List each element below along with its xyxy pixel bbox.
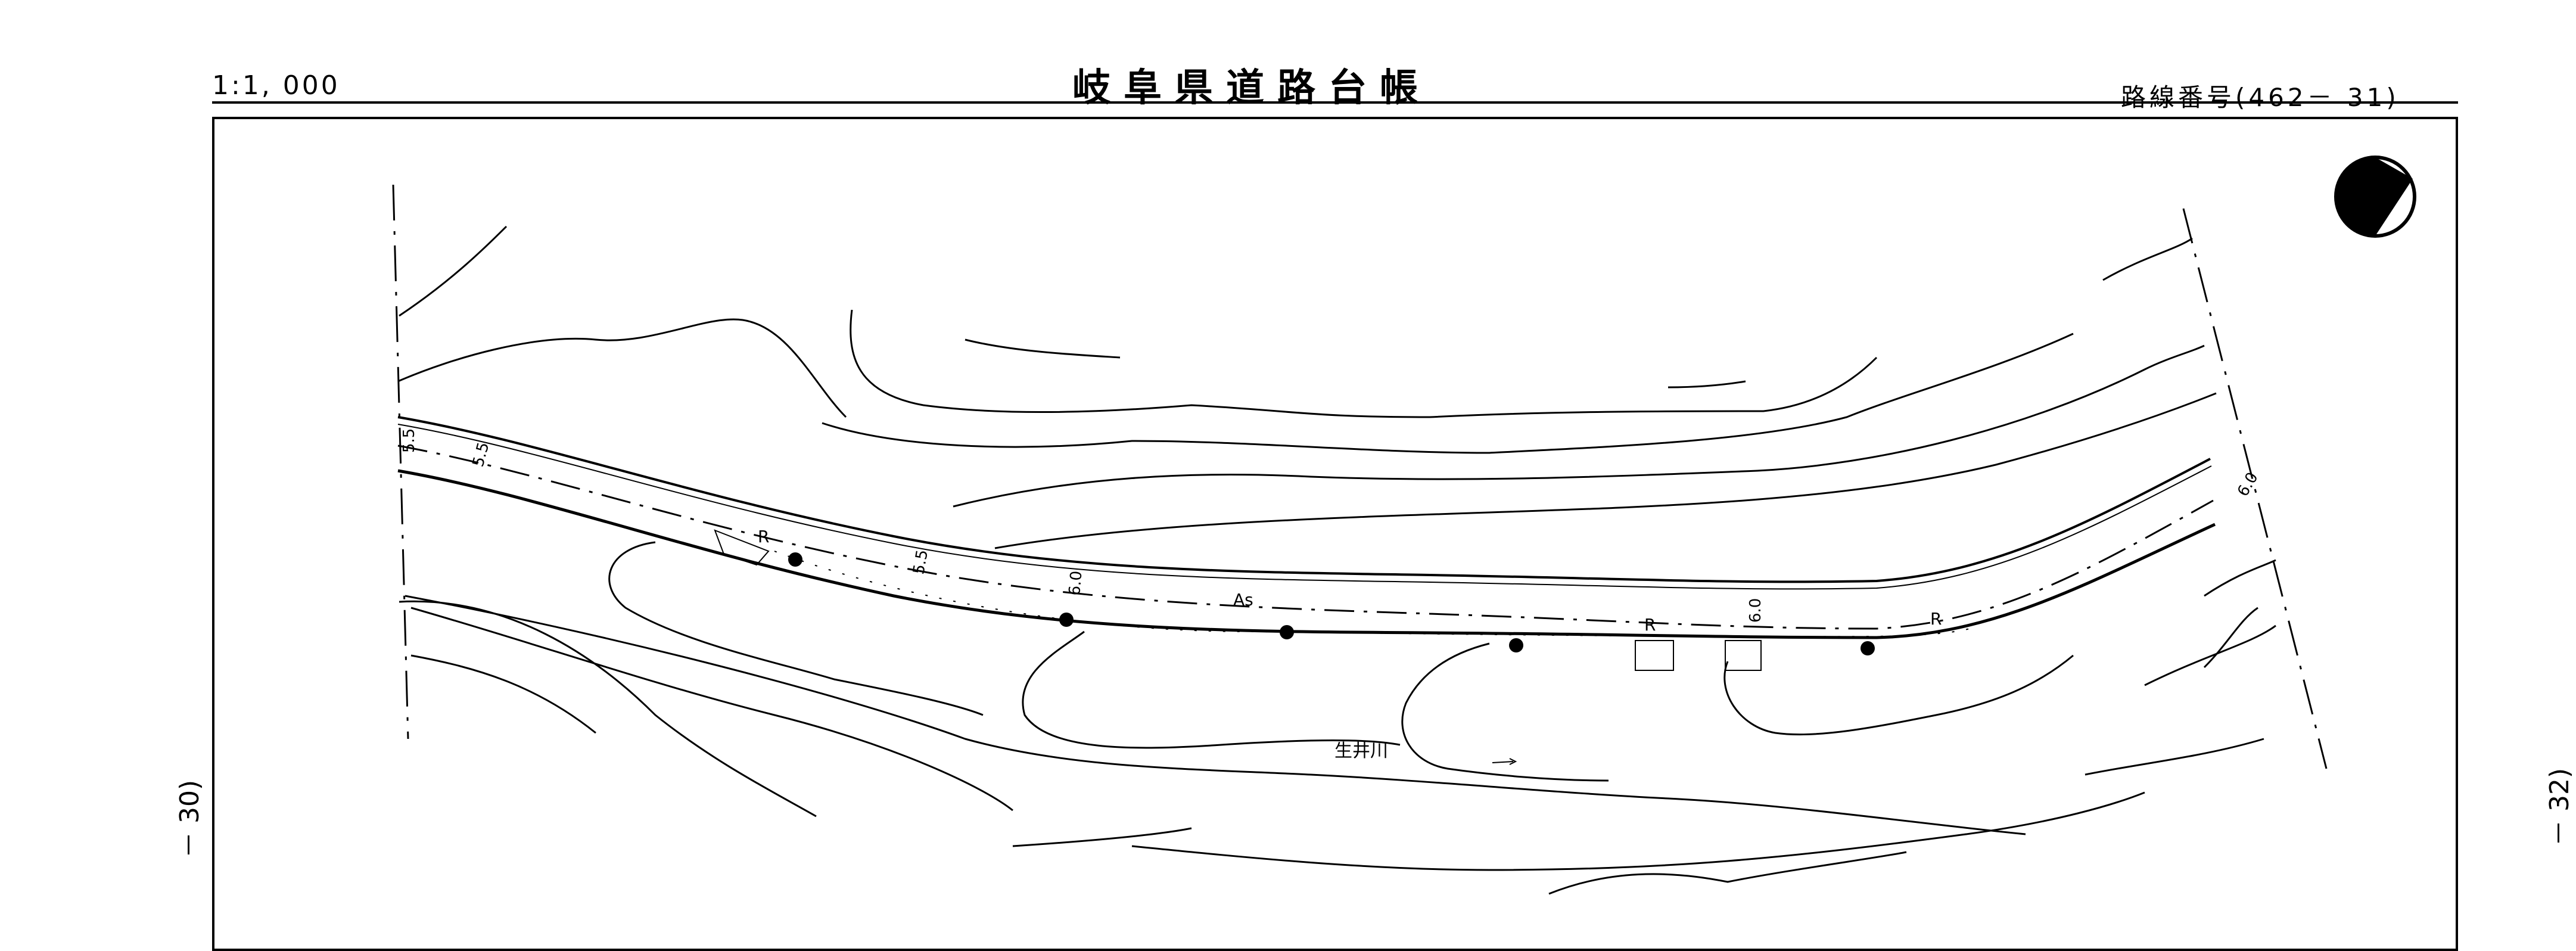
- structure-box: [1635, 640, 1674, 671]
- contour-line: [410, 654, 596, 734]
- utility-pole-marker: [1861, 641, 1875, 655]
- river-flow-arrow: [1492, 761, 1514, 763]
- utility-pole-marker: [788, 552, 802, 567]
- guardrail-label: R: [1644, 615, 1656, 635]
- contour-line: [2144, 624, 2276, 686]
- retaining-structure: [714, 529, 770, 566]
- section-boundary-right: [2182, 208, 2328, 769]
- contour-line: [399, 225, 508, 317]
- road-map: 5.5 5.5 5.5 6.0 6.0 6.0 As R R R 生井川: [392, 156, 2416, 895]
- utility-pole-marker: [1509, 638, 1523, 652]
- structure-box: [1725, 640, 1762, 671]
- route-number: 路線番号(462－ 31): [2121, 83, 2400, 112]
- contour-line: [2203, 607, 2258, 669]
- road-surface-label: As: [1233, 590, 1253, 610]
- contour-line: [1548, 851, 1907, 895]
- road-edge-upper: [397, 416, 2211, 583]
- contour-line: [994, 392, 2217, 549]
- contour-line: [608, 541, 984, 716]
- utility-pole-marker: [1059, 613, 1074, 627]
- contour-line: [1012, 827, 1192, 847]
- contour-line: [850, 309, 1878, 418]
- contour-line: [953, 344, 2205, 508]
- road-width-label: 6.0: [1066, 570, 1085, 596]
- contour-line: [2204, 559, 2276, 597]
- contour-line: [1401, 642, 1609, 782]
- contour-line: [2085, 738, 2264, 776]
- road-centerline: [397, 445, 2214, 630]
- guardrail-label: R: [1930, 609, 1942, 629]
- contour-line: [1723, 654, 2074, 736]
- road-width-label: 5.5: [469, 440, 493, 469]
- road-width-label: 6.0: [2234, 470, 2262, 500]
- road-width-label: 6.0: [1747, 598, 1765, 623]
- utility-poles: [788, 552, 1875, 655]
- north-arrow-icon: [2334, 156, 2416, 238]
- contour-line: [410, 607, 1013, 812]
- header-rule: [212, 101, 2458, 104]
- guardrail-label: R: [758, 527, 769, 546]
- utility-pole-marker: [1280, 625, 1294, 639]
- contour-line: [1667, 380, 1746, 389]
- road-width-label: 5.5: [910, 548, 932, 576]
- contour-line: [1022, 630, 1401, 749]
- contour-line: [965, 338, 1121, 359]
- map-scale: 1:1, 000: [212, 70, 340, 101]
- road-width-label: 5.5: [400, 428, 418, 453]
- map-frame: [212, 117, 2458, 951]
- contour-line: [1131, 791, 2145, 871]
- contour-line: [397, 318, 847, 418]
- river-name: 生井川: [1334, 741, 1388, 762]
- section-boundary-left: [392, 184, 409, 739]
- contour-line: [822, 332, 2074, 454]
- contour-line: [405, 595, 2026, 835]
- contour-line: [2102, 237, 2193, 281]
- guardrail-line: [774, 551, 1978, 638]
- road-edge-lower: [397, 469, 2216, 639]
- road-edge-upper-inner: [397, 424, 2212, 590]
